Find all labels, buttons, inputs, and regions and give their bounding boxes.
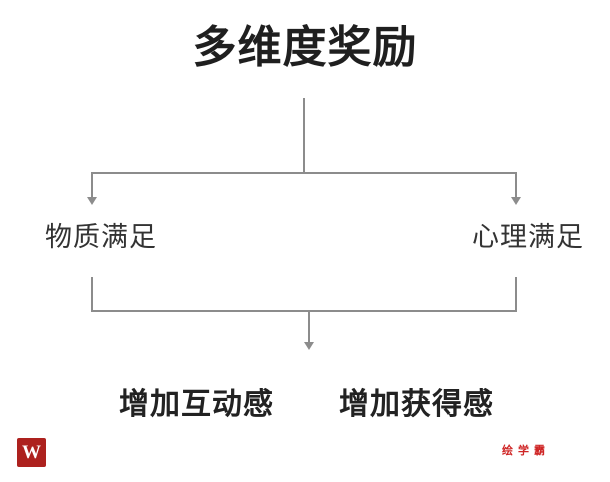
node-psychological-satisfaction: 心理满足 [472, 222, 584, 252]
connector-right-merge [515, 277, 517, 312]
arrow-down-icon [304, 342, 314, 350]
connector-left-drop [91, 172, 93, 198]
w-book-logo-icon: W [17, 438, 46, 467]
connector-right-drop [515, 172, 517, 198]
node-material-satisfaction: 物质满足 [45, 222, 157, 252]
arrow-down-icon [87, 197, 97, 205]
diagram-title: 多维度奖励 [192, 23, 418, 72]
outcome-gain: 增加获得感 [339, 388, 494, 421]
connector-upper-horizontal [91, 172, 517, 174]
connector-left-merge [91, 277, 93, 312]
arrow-down-icon [511, 197, 521, 205]
outcome-interaction: 增加互动感 [119, 388, 274, 421]
connector-lower-horizontal [91, 310, 517, 312]
watermark-text: 绘学霸 [502, 445, 550, 457]
connector-center-stem [308, 310, 310, 343]
connector-title-stem [303, 98, 305, 174]
